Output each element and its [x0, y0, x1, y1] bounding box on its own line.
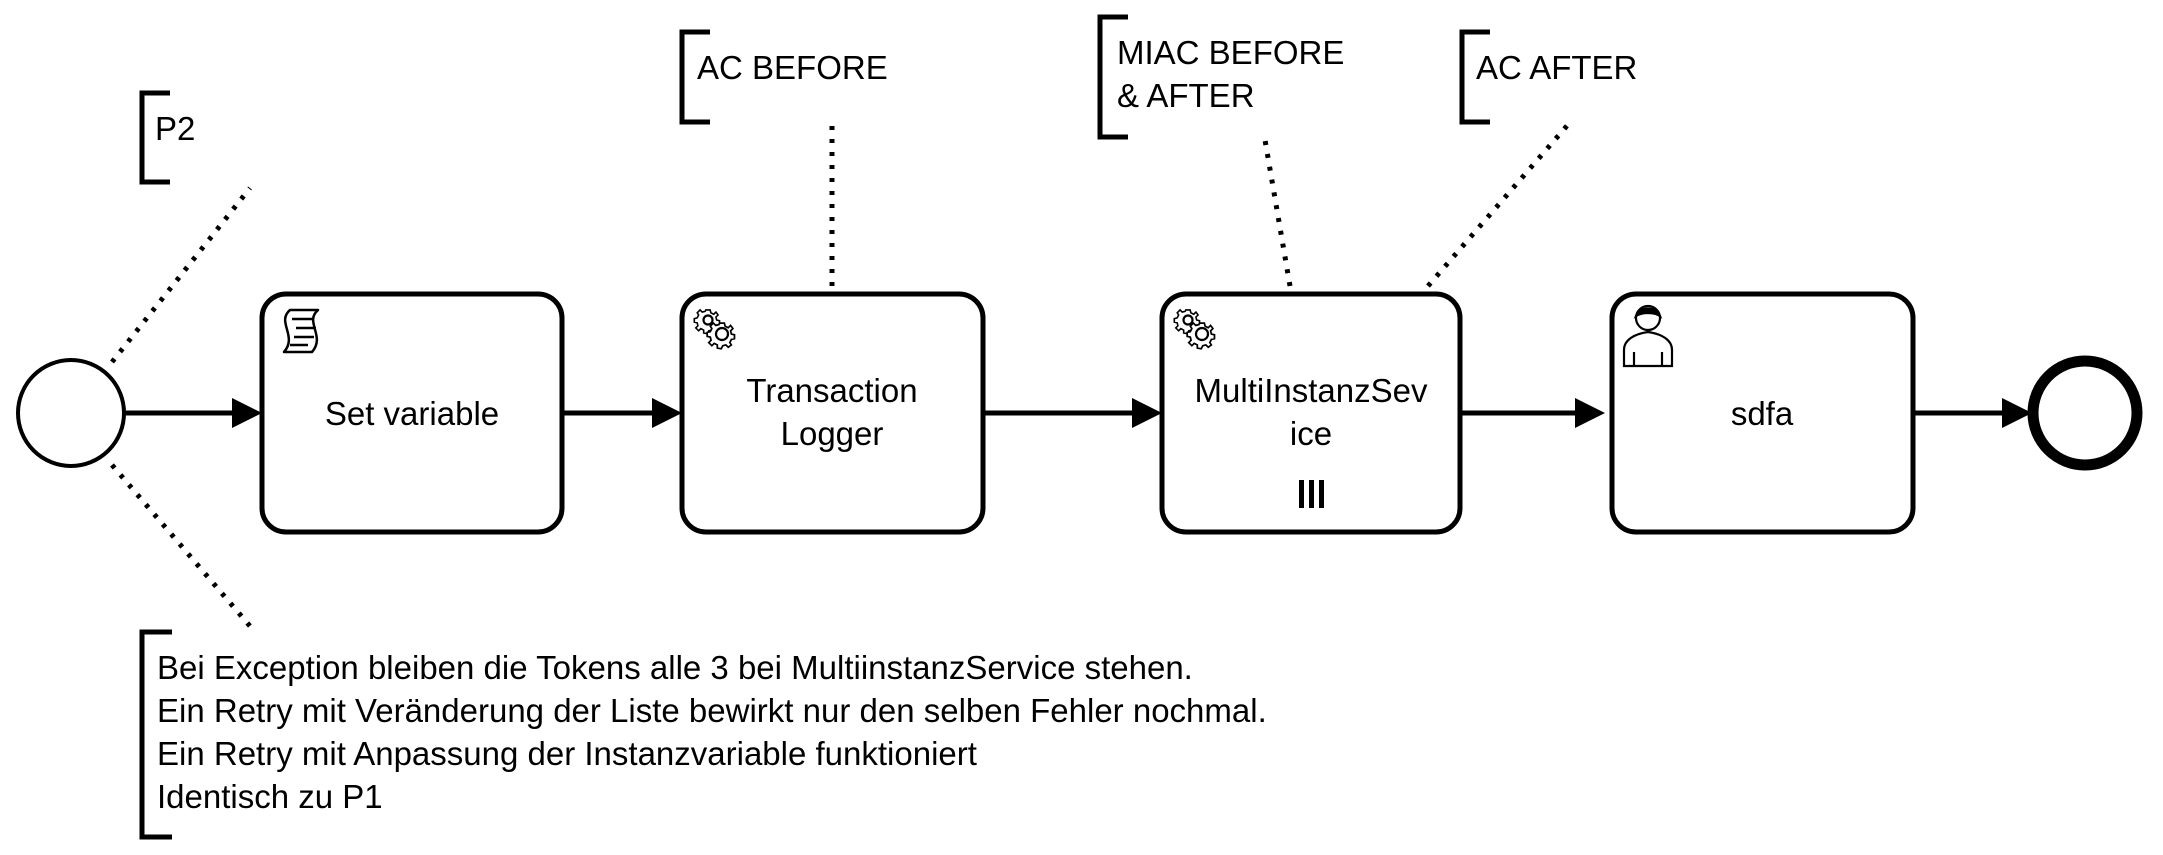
start-event[interactable]	[16, 358, 126, 468]
gear-icon	[693, 308, 736, 350]
gear-icon	[1173, 308, 1216, 350]
association-start-to-p2[interactable]	[110, 186, 252, 364]
arrowhead	[232, 398, 262, 428]
task-shape	[1159, 291, 1463, 535]
task-shape	[1609, 291, 1916, 535]
annotation-ac-after[interactable]: AC AFTER	[1459, 29, 1637, 125]
task-label-line: Logger	[781, 415, 884, 452]
parallel-multi-instance-icon	[1299, 480, 1324, 508]
annotation-text: AC BEFORE	[697, 49, 888, 86]
association-start-to-note[interactable]	[110, 463, 257, 634]
user-icon	[1622, 304, 1674, 368]
task-multi-instanz-service[interactable]: MultiInstanzSev ice	[1159, 291, 1463, 535]
task-shape	[259, 291, 565, 535]
annotation-text: Ein Retry mit Anpassung der Instanzvaria…	[157, 735, 977, 772]
annotation-bracket	[139, 90, 170, 185]
annotation-bracket	[1097, 14, 1128, 140]
annotation-text: Ein Retry mit Veränderung der Liste bewi…	[157, 692, 1267, 729]
annotation-note[interactable]: Bei Exception bleiben die Tokens alle 3 …	[139, 629, 1267, 840]
task-label-line: Transaction	[746, 372, 917, 409]
annotation-text: MIAC BEFORE	[1117, 34, 1344, 71]
annotation-p2[interactable]: P2	[139, 90, 195, 185]
task-label-line: ice	[1290, 415, 1332, 452]
task-label-line: Set variable	[325, 395, 499, 432]
task-label-line: sdfa	[1731, 395, 1794, 432]
arrowhead	[652, 398, 682, 428]
annotation-text: & AFTER	[1117, 77, 1255, 114]
association-multi-instanz-service-to-miac[interactable]	[1262, 139, 1293, 287]
annotation-text: P2	[155, 110, 195, 147]
flow-arrowheads	[232, 398, 2032, 428]
association-multi-instanz-service-to-ac-after[interactable]	[1426, 118, 1574, 288]
end-event[interactable]	[2027, 355, 2143, 471]
arrowhead	[2002, 398, 2032, 428]
task-shape	[679, 291, 986, 535]
arrowhead	[1575, 398, 1605, 428]
annotation-bracket	[139, 629, 172, 840]
task-label-line: MultiInstanzSev	[1195, 372, 1428, 409]
script-icon	[282, 308, 320, 354]
annotation-text: AC AFTER	[1476, 49, 1637, 86]
annotation-miac[interactable]: MIAC BEFORE & AFTER	[1097, 14, 1344, 140]
annotation-text: Bei Exception bleiben die Tokens alle 3 …	[157, 649, 1193, 686]
arrowhead	[1132, 398, 1162, 428]
annotation-bracket	[679, 29, 710, 125]
annotation-ac-before[interactable]: AC BEFORE	[679, 29, 888, 125]
task-sdfa[interactable]: sdfa	[1609, 291, 1916, 535]
task-transaction-logger[interactable]: Transaction Logger	[679, 291, 986, 535]
annotation-text: Identisch zu P1	[157, 778, 383, 815]
associations	[110, 118, 1574, 634]
annotation-bracket	[1459, 29, 1490, 125]
task-set-variable[interactable]: Set variable	[259, 291, 565, 535]
